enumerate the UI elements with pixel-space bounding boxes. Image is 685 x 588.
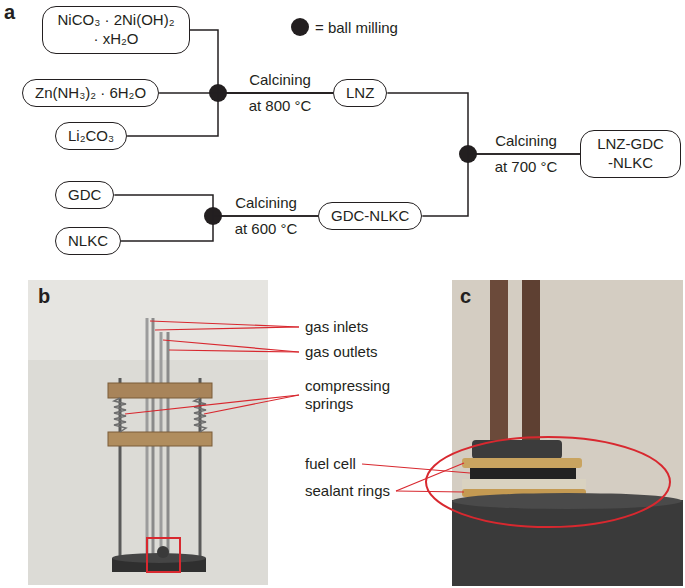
gas-tube <box>522 280 540 442</box>
panel-letter: c <box>460 284 471 308</box>
part-label: fuel cell <box>305 455 356 473</box>
highlight-box <box>147 538 180 572</box>
photo-background <box>28 280 268 585</box>
legend-entry: = ball milling <box>291 18 398 36</box>
legend-swatch <box>291 18 309 36</box>
box-label: NiCO₃ · 2Ni(OH)₂ · xH₂O <box>55 11 177 49</box>
base-plate <box>452 493 682 509</box>
process-box: Zn(NH₃)₂ · 6H₂O <box>22 79 159 108</box>
cell-holder <box>157 546 169 558</box>
leader-line <box>125 395 299 414</box>
sealant-ring <box>462 458 582 468</box>
panel-letter: a <box>4 0 15 24</box>
base-plate <box>452 500 683 586</box>
leader-line <box>163 340 299 352</box>
wooden-plate <box>108 432 212 446</box>
process-box: NLKC <box>55 227 121 256</box>
leader-line <box>362 464 470 473</box>
panel-letter: b <box>38 284 50 308</box>
leader-line <box>396 491 464 492</box>
box-label: Li₂CO₃ <box>68 127 114 146</box>
process-box: NiCO₃ · 2Ni(OH)₂ · xH₂O <box>42 6 190 54</box>
wooden-plate <box>108 383 212 398</box>
leader-line <box>204 395 299 414</box>
process-box: LNZ <box>333 79 387 108</box>
process-condition: Calcining at 600 °C <box>230 190 302 242</box>
leader-line <box>150 321 299 327</box>
sealant-ring <box>462 479 586 489</box>
box-label: GDC <box>68 186 101 205</box>
process-condition: Calcining at 700 °C <box>490 128 562 180</box>
fuel-cell <box>470 468 576 479</box>
highlight-ellipse <box>426 437 670 527</box>
box-label: LNZ <box>346 84 374 103</box>
leader-line <box>396 463 464 491</box>
process-box: LNZ-GDC -NLKC <box>580 130 681 178</box>
process-box: GDC-NLKC <box>318 202 422 231</box>
box-label: Zn(NH₃)₂ · 6H₂O <box>35 84 146 103</box>
process-box: Li₂CO₃ <box>55 122 127 151</box>
box-label: LNZ-GDC -NLKC <box>593 135 668 173</box>
part-label: gas outlets <box>305 343 378 361</box>
legend-label: = ball milling <box>315 19 398 36</box>
process-box: GDC <box>55 181 114 210</box>
part-label: compressing springs <box>305 377 400 413</box>
process-condition: Calcining at 800 °C <box>244 67 316 119</box>
box-label: NLKC <box>68 232 108 251</box>
gas-tube <box>490 280 508 442</box>
part-label: sealant rings <box>305 482 390 500</box>
leader-line <box>155 327 299 330</box>
photo-background <box>452 280 683 586</box>
spring-symbol <box>194 398 206 432</box>
box-label: GDC-NLKC <box>331 207 409 226</box>
leader-line <box>169 350 299 352</box>
spring-symbol <box>114 398 126 432</box>
part-label: gas inlets <box>305 318 368 336</box>
